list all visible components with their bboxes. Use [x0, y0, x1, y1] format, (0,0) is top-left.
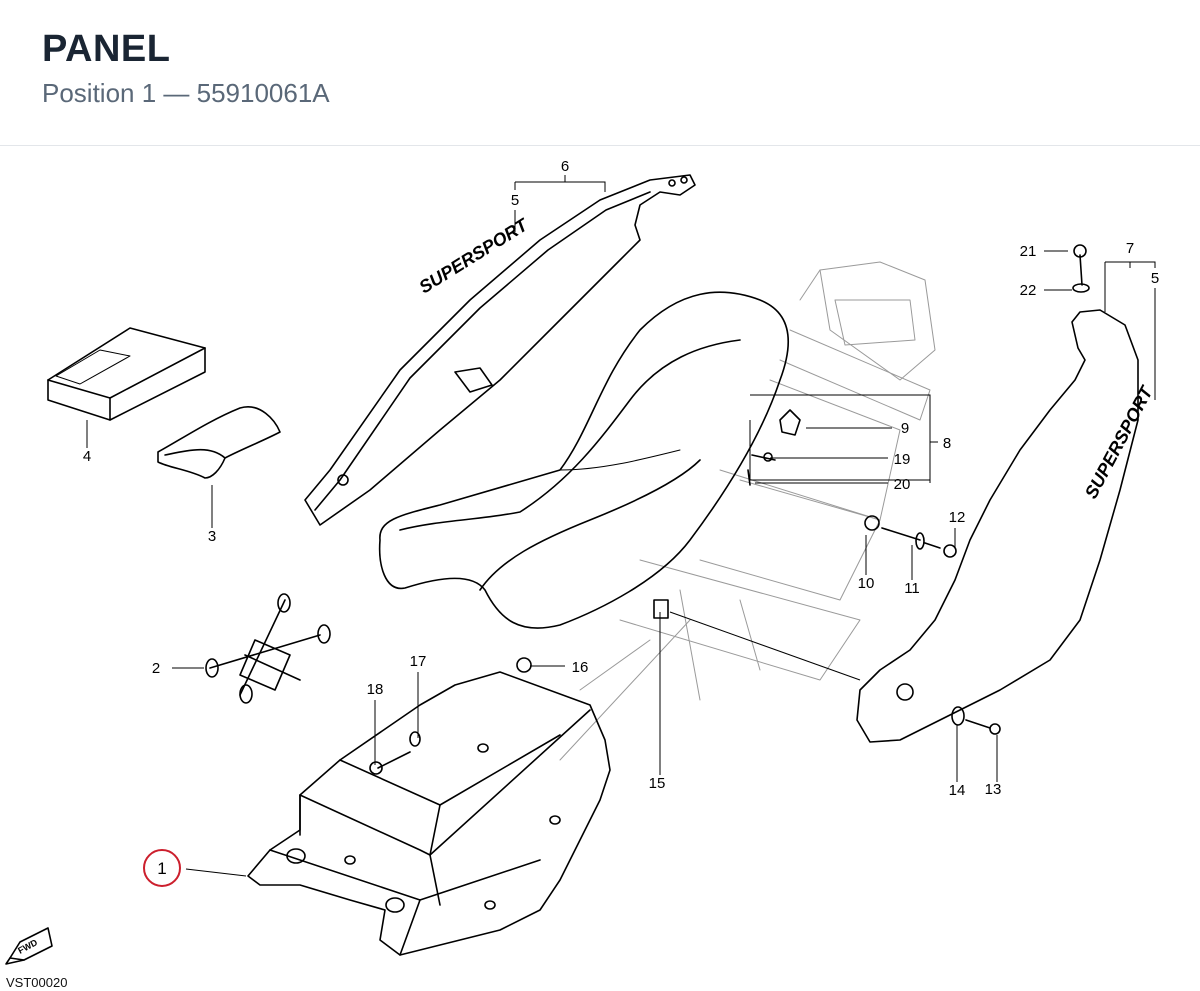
right-panel-decal: SUPERSPORT [1081, 382, 1158, 502]
callout-16: 16 [572, 659, 589, 676]
callout-1: 1 [157, 859, 166, 878]
callout-2: 2 [152, 660, 160, 677]
fwd-label: FWD [16, 937, 39, 956]
header: PANEL Position 1 — 55910061A [0, 0, 1200, 146]
callout-22: 22 [1020, 282, 1037, 299]
subframe [559, 261, 936, 761]
callout-11: 11 [904, 580, 920, 597]
callout-18: 18 [367, 681, 384, 698]
part-4-box [47, 327, 206, 421]
header-divider [0, 145, 1200, 146]
decals: SUPERSPORT SUPERSPORT FWD [16, 214, 1157, 956]
callout-20: 20 [894, 476, 911, 493]
callout-10: 10 [858, 575, 875, 592]
fasteners [369, 244, 1090, 775]
callout-3: 3 [208, 528, 216, 545]
part-1-panel-tray [247, 671, 611, 956]
callout-5: 5 [1151, 270, 1159, 287]
part-3-pad [157, 406, 281, 479]
callout-7: 7 [1126, 240, 1134, 257]
leader-lines [86, 175, 1156, 877]
callout-17: 17 [410, 653, 427, 670]
page-title: PANEL [42, 28, 171, 70]
highlight-ring [143, 849, 181, 887]
callout-9: 9 [901, 420, 909, 437]
part-2-bracket [205, 593, 331, 704]
left-side-panel [304, 174, 696, 526]
page-subtitle: Position 1 — 55910061A [42, 78, 330, 108]
callout-19: 19 [894, 451, 911, 468]
callout-21: 21 [1020, 243, 1037, 260]
exploded-parts-diagram: SUPERSPORT SUPERSPORT FWD 1 2 [5, 158, 1159, 965]
callout-6: 6 [561, 158, 569, 175]
callout-15: 15 [649, 775, 666, 792]
seat [378, 291, 789, 629]
fwd-arrow-icon [5, 927, 53, 965]
callout-13: 13 [985, 781, 1002, 798]
drawing-code: VST00020 [6, 975, 68, 990]
callout-12: 12 [949, 509, 966, 526]
callout-4: 4 [83, 448, 91, 465]
callout-5: 5 [511, 192, 519, 209]
callouts: 1 2 3 4 5 5 6 7 8 9 10 11 12 13 14 15 16… [83, 158, 1159, 887]
callout-8: 8 [943, 435, 951, 452]
right-side-panel [856, 309, 1139, 743]
callout-14: 14 [949, 782, 966, 799]
